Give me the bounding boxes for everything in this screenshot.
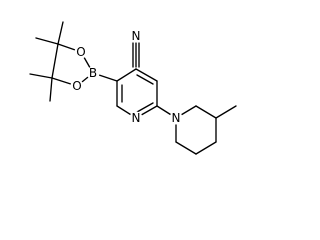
atom-label-layer: B O O N N N	[70, 29, 183, 125]
chemical-structure-diagram: B O O N N N	[29, 21, 237, 155]
piperidine-nitrogen-label: N	[172, 111, 181, 125]
nitrile-nitrogen-atom: N	[129, 29, 143, 43]
nitrile-nitrogen-label: N	[132, 29, 141, 43]
oxygen-atom-bottom: O	[70, 79, 84, 93]
bond-c5-methyl-a	[29, 73, 53, 79]
boron-label: B	[89, 66, 97, 80]
bond-pyridine-d-inner	[136, 102, 154, 113]
pyridine-nitrogen-label: N	[132, 111, 141, 125]
bond-c5-methyl-b	[49, 77, 53, 102]
oxygen-atom-top: O	[74, 45, 88, 59]
bond-piperidine-d	[195, 141, 217, 155]
bond-piperidine-e	[175, 141, 197, 155]
bond-piperidine-methyl	[215, 105, 237, 119]
piperidine-nitrogen-atom: N	[169, 111, 183, 125]
oxygen-label-top: O	[76, 45, 85, 59]
pyridine-nitrogen-atom: N	[129, 111, 143, 125]
bond-c4-methyl-a	[57, 21, 64, 45]
bond-c4-methyl-b	[35, 37, 59, 45]
oxygen-label-bottom: O	[72, 79, 81, 93]
boron-atom: B	[86, 66, 100, 80]
bond-pyridine-a	[116, 68, 137, 82]
bond-piperidine-b	[195, 105, 217, 119]
bond-c4-c5	[51, 43, 59, 79]
bond-pyridine-b	[135, 68, 158, 82]
bond-pyridine-b-inner	[136, 74, 154, 85]
